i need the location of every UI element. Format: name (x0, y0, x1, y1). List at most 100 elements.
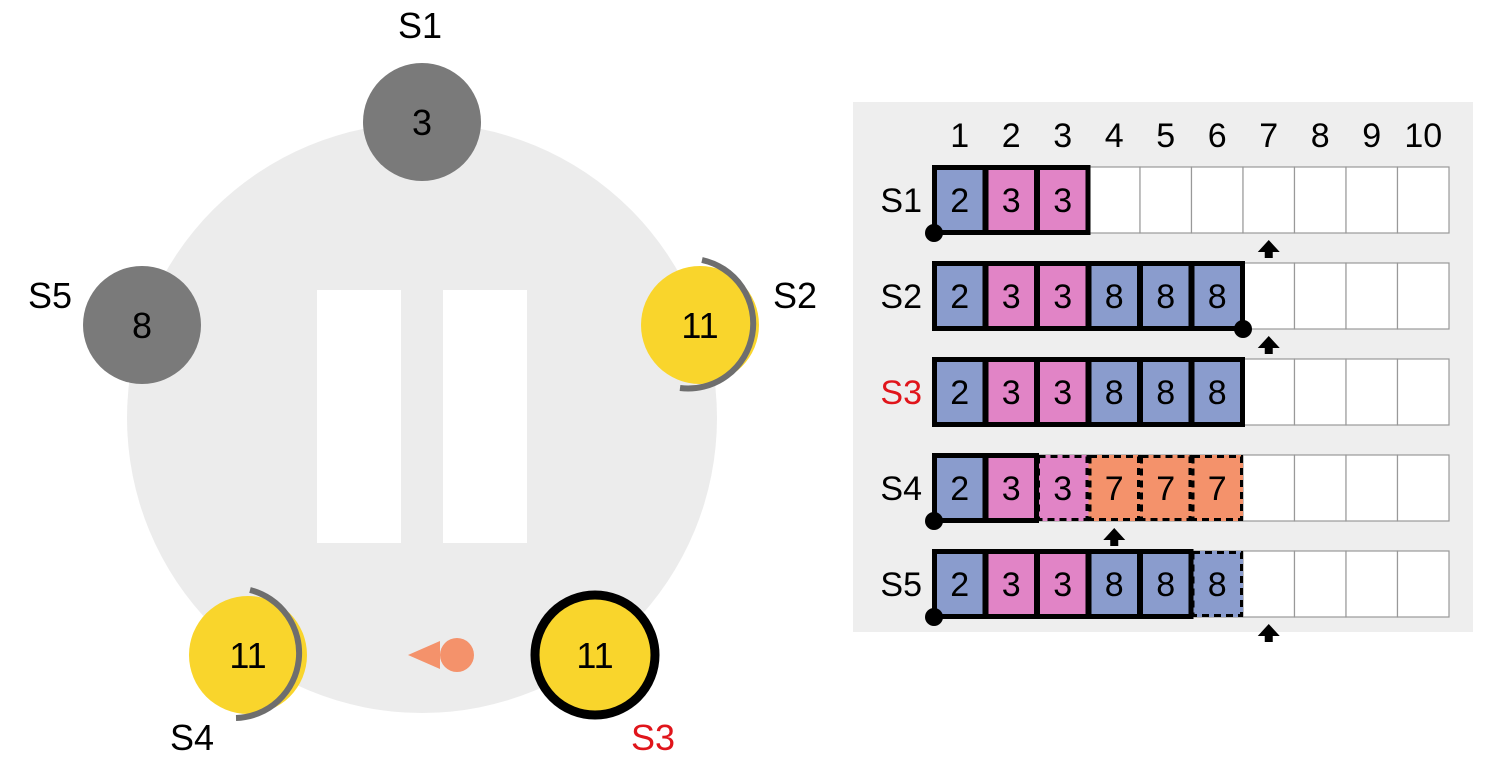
server-label: S5 (28, 275, 72, 316)
log-row-label: S2 (880, 278, 922, 316)
log-entry[interactable]: 8 (1088, 359, 1141, 425)
log-entry-border (1037, 359, 1089, 425)
election-timer-arc (679, 257, 757, 392)
log-slot-empty (1396, 358, 1450, 426)
message-dot (440, 638, 474, 672)
server-circle (641, 266, 759, 384)
log-entry-border (1140, 359, 1192, 425)
log-entry[interactable]: 3 (1037, 167, 1089, 233)
log-entry[interactable]: 8 (1191, 263, 1244, 329)
commit-index-marker (925, 224, 943, 242)
log-entry-fill (985, 455, 1037, 521)
log-entry-border (934, 455, 986, 521)
log-entry[interactable]: 3 (985, 551, 1038, 617)
log-entry-border (985, 167, 1037, 233)
log-entry[interactable]: 7 (1191, 455, 1244, 521)
log-slot-empty (1293, 454, 1347, 522)
log-entry[interactable]: 2 (934, 551, 986, 617)
log-slot-empty (1396, 166, 1450, 234)
log-entry[interactable]: 3 (985, 263, 1038, 329)
log-entry-fill (1088, 359, 1140, 425)
server-node-s5[interactable]: 8S5 (28, 266, 201, 384)
log-committed-border (932, 357, 1245, 427)
log-row-label: S4 (880, 470, 922, 508)
log-entry[interactable]: 7 (1088, 455, 1141, 521)
log-slot-empty (933, 166, 987, 234)
next-index-arrow-icon (1257, 336, 1280, 348)
log-entry-term: 2 (950, 182, 969, 220)
log-slot-empty (1139, 454, 1193, 522)
log-entry-term: 7 (1208, 470, 1227, 508)
log-slot-empty (933, 358, 987, 426)
log-entry-term: 3 (1002, 470, 1021, 508)
log-entry-term: 3 (1053, 470, 1072, 508)
log-slot-empty (1190, 262, 1244, 330)
log-slot-empty (1396, 454, 1450, 522)
log-entry[interactable]: 2 (934, 263, 986, 329)
next-index-arrow-stem (1110, 539, 1119, 546)
server-node-s2[interactable]: 11 S2 (641, 257, 817, 392)
log-entry[interactable]: 8 (1191, 551, 1244, 617)
log-entry[interactable]: 3 (1037, 551, 1089, 617)
log-entry[interactable]: 8 (1088, 263, 1141, 329)
server-term: 11 (681, 305, 718, 346)
log-entry-term: 2 (950, 470, 969, 508)
log-slot-empty (1036, 358, 1090, 426)
log-entry[interactable]: 2 (934, 359, 986, 425)
log-entry-border (934, 359, 986, 425)
log-entry[interactable]: 8 (1191, 359, 1244, 425)
log-entry[interactable]: 3 (985, 455, 1038, 521)
log-index-label: 5 (1156, 117, 1175, 155)
log-entry[interactable]: 3 (1037, 455, 1089, 521)
log-entry-term: 3 (1002, 278, 1021, 316)
log-index-label: 1 (950, 117, 969, 155)
log-entry-fill (1140, 455, 1192, 521)
log-entry[interactable]: 3 (985, 167, 1038, 233)
log-entry-fill (934, 455, 986, 521)
server-label: S3 (631, 717, 675, 758)
log-entry[interactable]: 8 (1088, 551, 1141, 617)
log-row-label: S1 (880, 182, 922, 220)
log-entry-border (985, 263, 1037, 329)
log-entry[interactable]: 3 (1037, 263, 1089, 329)
log-slot-empty (1139, 262, 1193, 330)
log-index-label: 7 (1259, 117, 1278, 155)
server-node-s1[interactable]: 3S1 (363, 5, 481, 181)
server-label: S2 (773, 275, 817, 316)
log-row-label: S3 (880, 374, 922, 412)
log-slot-empty (1139, 358, 1193, 426)
log-slot-empty (933, 262, 987, 330)
log-panel-background (853, 102, 1473, 632)
log-entry[interactable]: 8 (1140, 551, 1192, 617)
server-circle (363, 63, 481, 181)
pause-icon[interactable] (317, 290, 527, 543)
log-entry-fill (1037, 167, 1089, 233)
log-slot-empty (1087, 550, 1141, 618)
server-term: 11 (229, 635, 266, 676)
log-entry[interactable]: 8 (1140, 359, 1192, 425)
log-entry-fill (985, 551, 1037, 617)
log-committed-border (932, 453, 1039, 523)
log-entry[interactable]: 2 (934, 455, 986, 521)
log-entry[interactable]: 2 (934, 167, 986, 233)
log-entry[interactable]: 3 (1037, 359, 1089, 425)
log-slot-empty (933, 550, 987, 618)
log-entry[interactable]: 8 (1140, 263, 1192, 329)
log-slot-empty (1242, 550, 1296, 618)
log-entry-fill (934, 263, 986, 329)
log-entry-term: 2 (950, 278, 969, 316)
log-entry-fill (1140, 359, 1192, 425)
log-slot-empty (1345, 358, 1399, 426)
log-entry[interactable]: 7 (1140, 455, 1192, 521)
log-slot-empty (1190, 454, 1244, 522)
log-slot-empty (1087, 166, 1141, 234)
next-index-arrow-icon (1257, 624, 1280, 636)
log-entry[interactable]: 3 (985, 359, 1038, 425)
log-entry-fill (1037, 455, 1089, 521)
log-entry-fill (1088, 263, 1140, 329)
